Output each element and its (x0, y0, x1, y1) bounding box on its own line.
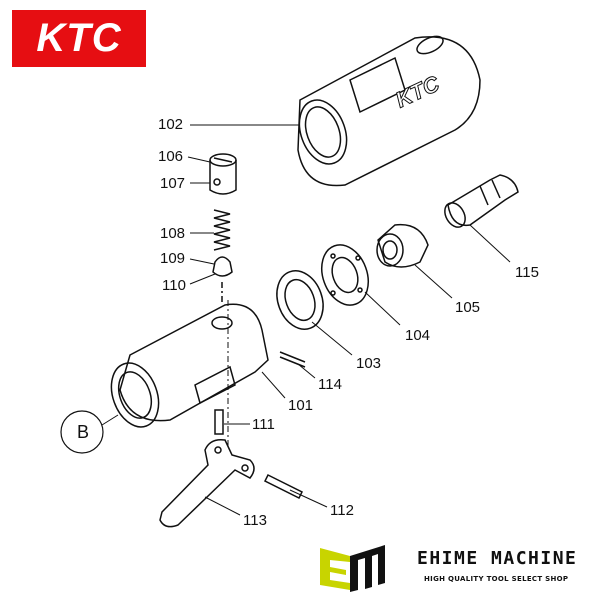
part-104-gasket (321, 244, 369, 306)
leader-lines (101, 124, 511, 516)
label-110: 110 (162, 277, 186, 294)
label-101: 101 (288, 397, 314, 414)
part-103-ring (276, 270, 324, 330)
callout-b-label: B (77, 422, 90, 442)
callout-b-circle (60, 410, 104, 454)
part-106-107-plug (209, 153, 237, 195)
label-107: 107 (160, 175, 186, 192)
part-112-pin (263, 473, 304, 500)
label-103: 103 (356, 355, 382, 372)
part-101-body (110, 303, 306, 428)
part-105-nut (376, 223, 429, 268)
ehime-machine-logo-mark (320, 545, 385, 592)
brand-tagline: HIGH QUALITY TOOL SELECT SHOP (424, 575, 569, 583)
label-105: 105 (455, 299, 481, 316)
label-114: 114 (318, 376, 342, 393)
part-111-pin (214, 300, 229, 450)
part-113-lever (159, 438, 255, 528)
label-109: 109 (160, 250, 186, 267)
part-115-nipple (444, 174, 519, 228)
label-113: 113 (243, 512, 267, 529)
label-111: 111 (252, 416, 275, 433)
part-109-110-valve (212, 256, 233, 305)
label-106: 106 (158, 148, 184, 165)
brand-name: EHIME MACHINE (417, 548, 578, 569)
label-102: 102 (158, 116, 184, 133)
label-104: 104 (405, 327, 431, 344)
label-115: 115 (515, 264, 539, 281)
label-108: 108 (160, 225, 186, 242)
part-108-spring (213, 209, 231, 251)
label-112: 112 (330, 502, 354, 519)
ehime-machine-brand: EHIME MACHINE HIGH QUALITY TOOL SELECT S… (316, 545, 600, 589)
ktc-logo: KTC (12, 10, 146, 67)
part-102-sleeve: KTC (297, 35, 481, 187)
